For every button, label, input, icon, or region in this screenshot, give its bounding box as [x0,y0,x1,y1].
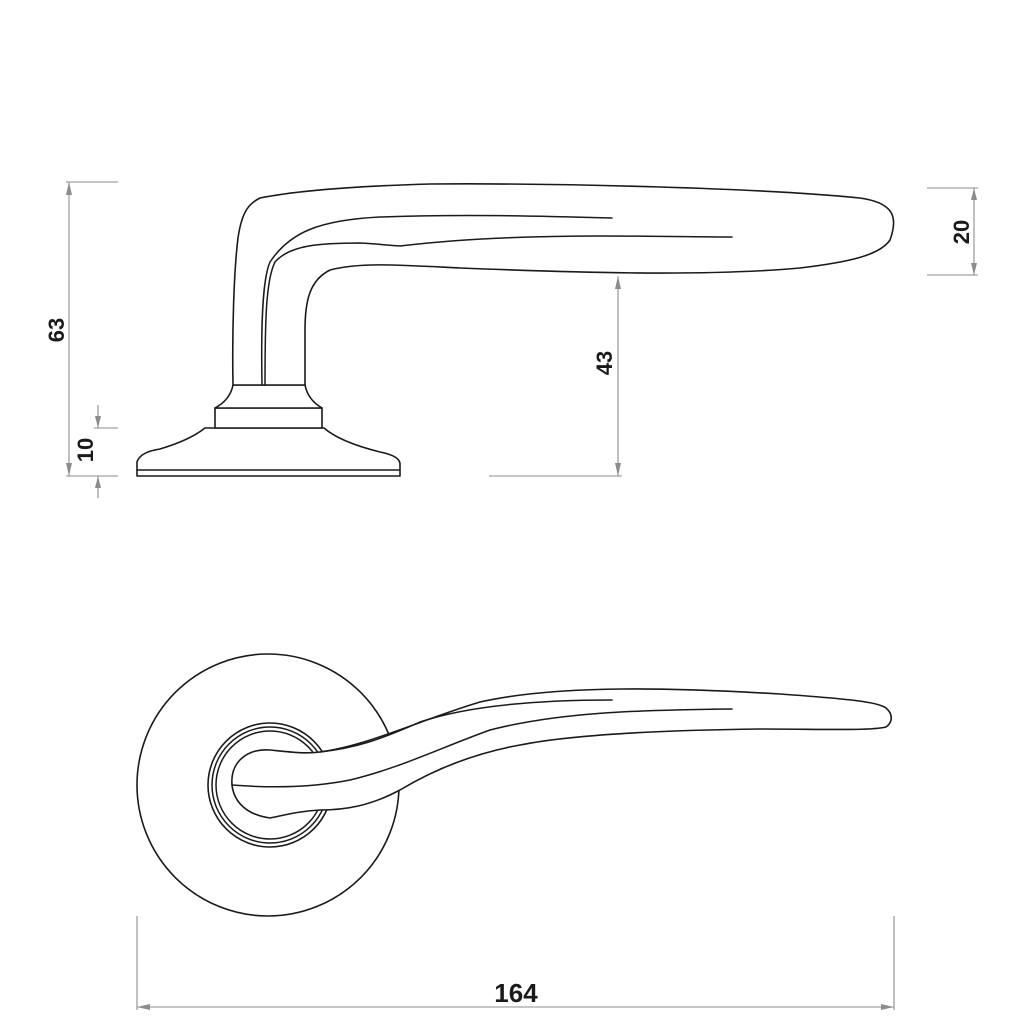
rose-collar [214,407,323,429]
dimension-label-43: 43 [592,351,617,375]
neck-transition [214,384,323,409]
dimension-lever-clearance: 43 [489,276,622,477]
dimension-label-20: 20 [949,220,974,244]
dimension-label-164: 164 [494,978,538,1008]
dimension-rose-height: 10 [73,405,118,498]
dimension-tip-thickness: 20 [927,187,978,276]
lever-body-front [231,688,893,819]
dimension-overall-height: 63 [44,181,118,477]
dimension-overall-length: 164 [136,916,895,1010]
lever-front-line-2 [231,708,733,788]
dimension-label-63: 63 [44,318,69,342]
lever-front-line-1 [319,699,613,753]
front-view [136,653,893,917]
lever-inner-line-2 [264,235,733,386]
side-view [136,183,895,477]
dimension-label-10: 10 [73,438,98,462]
rose-base-plate [136,427,401,477]
lever-inner-line-1 [260,214,613,386]
lever-body-side [231,183,895,386]
